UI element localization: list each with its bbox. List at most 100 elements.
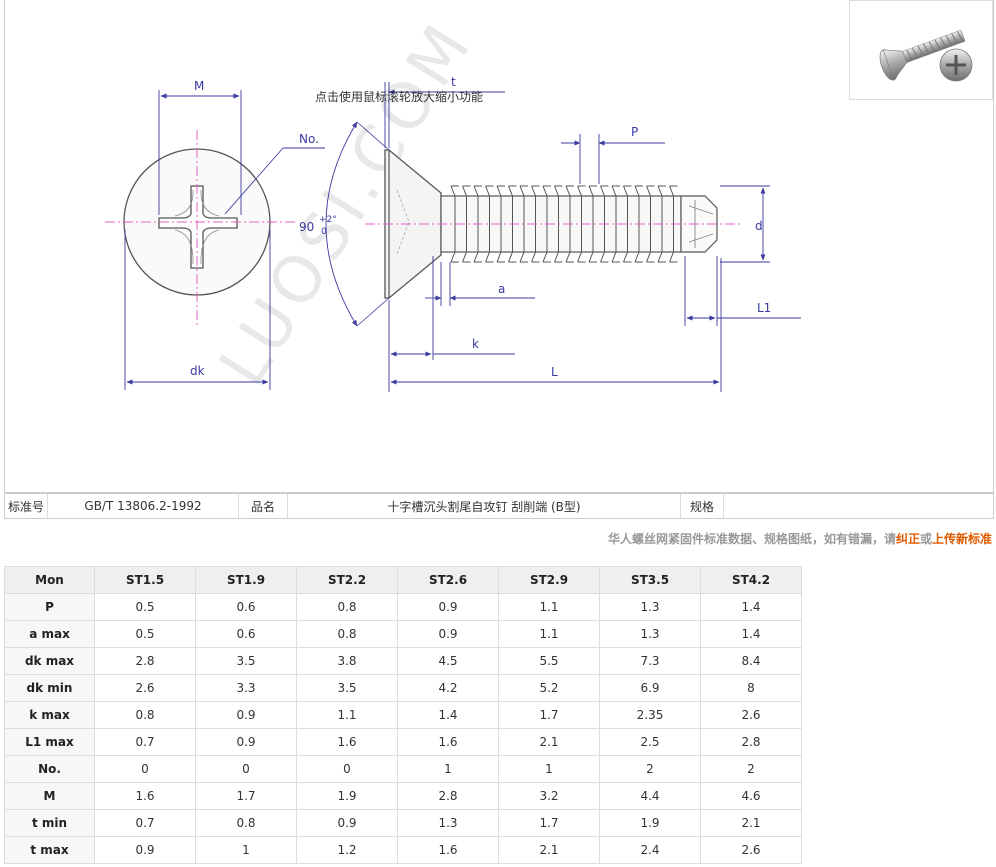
upload-standard-link[interactable]: 上传新标准 [931, 532, 992, 546]
column-header-size: ST3.5 [599, 566, 701, 594]
thread-tip [577, 185, 586, 263]
thread-crest [588, 185, 594, 263]
table-cell: 5.2 [498, 674, 600, 702]
thread-tip [462, 185, 471, 263]
table-cell: 1 [397, 755, 499, 783]
table-cell: 2 [599, 755, 701, 783]
table-cell: 2.6 [94, 674, 196, 702]
table-cell: 1.9 [296, 782, 398, 810]
table-cell: 1.6 [94, 782, 196, 810]
thread-tip [669, 185, 678, 263]
table-cell: 2.8 [700, 728, 802, 756]
screw-photo-image [879, 29, 973, 82]
table-cell: 0.7 [94, 809, 196, 837]
label-dk: dk [190, 364, 205, 378]
table-cell: 1.4 [700, 593, 802, 621]
table-cell: 1.1 [498, 620, 600, 648]
table-cell: 1.2 [296, 836, 398, 864]
zoom-hint: 点击使用鼠标滚轮放大缩小功能 [315, 90, 484, 104]
drawing-panel[interactable]: LUOSI.COM M No. [4, 0, 994, 493]
head-top-view [105, 130, 295, 325]
thread-crest [611, 185, 617, 263]
table-cell: 1.4 [700, 620, 802, 648]
table-cell: 0.9 [397, 593, 499, 621]
standard-info-bar: 标准号 GB/T 13806.2-1992 品名 十字槽沉头割尾自攻钉 刮削端 … [4, 493, 994, 519]
table-cell: 2.1 [700, 809, 802, 837]
row-label: a max [4, 620, 95, 648]
table-cell: 1.3 [599, 593, 701, 621]
dimension-L: L [388, 258, 722, 392]
notice-text: 华人螺丝网紧固件标准数据、规格图纸，如有错漏，请 [607, 532, 896, 546]
table-cell: 3.5 [195, 647, 297, 675]
row-label: t min [4, 809, 95, 837]
row-label: k max [4, 701, 95, 729]
table-cell: 8.4 [700, 647, 802, 675]
table-cell: 5.5 [498, 647, 600, 675]
thread-tip [612, 185, 620, 263]
thread-tip [520, 185, 528, 263]
table-cell: 4.2 [397, 674, 499, 702]
row-label: No. [4, 755, 95, 783]
dimension-t: t [384, 75, 505, 148]
table-cell: 0 [296, 755, 398, 783]
table-cell: 0.7 [94, 728, 196, 756]
table-cell: 0.8 [195, 809, 297, 837]
thread-tip [646, 185, 655, 263]
label-t: t [451, 75, 456, 89]
dimension-M: M [158, 79, 242, 215]
thread-tip [474, 185, 482, 263]
table-cell: 2 [700, 755, 802, 783]
column-header-size: ST2.6 [397, 566, 499, 594]
thread-tip [451, 185, 459, 263]
thread-tip [589, 185, 597, 263]
dimension-P: P [561, 125, 665, 184]
label-a: a [498, 282, 505, 296]
thread-tip [497, 185, 505, 263]
notice-or: 或 [919, 532, 932, 546]
thread-crest [462, 185, 467, 263]
label-angle-tol-minus: 0 [321, 227, 327, 237]
table-cell: 0.6 [195, 593, 297, 621]
table-cell: 0.6 [195, 620, 297, 648]
row-label: dk max [4, 647, 95, 675]
product-thumbnail[interactable] [849, 0, 993, 100]
table-cell: 4.5 [397, 647, 499, 675]
name-label: 品名 [239, 494, 288, 518]
thread-tip [543, 185, 551, 263]
label-d: d [755, 219, 763, 233]
table-cell: 0.8 [296, 593, 398, 621]
dimension-k: k [390, 256, 515, 360]
label-angle: 90 [299, 220, 314, 234]
table-cell: 4.4 [599, 782, 701, 810]
table-cell: 1.3 [397, 809, 499, 837]
dimension-d: d [720, 185, 770, 263]
column-header-size: ST2.2 [296, 566, 398, 594]
table-cell: 2.6 [700, 701, 802, 729]
screw-side-view [365, 149, 740, 299]
table-cell: 1.1 [296, 701, 398, 729]
thread-crest [623, 185, 628, 263]
correct-link[interactable]: 纠正 [895, 532, 920, 546]
column-header-size: ST1.9 [195, 566, 297, 594]
table-cell: 1.6 [397, 728, 499, 756]
row-label: P [4, 593, 95, 621]
dimension-L1: L1 [684, 256, 801, 326]
screw-technical-drawing: LUOSI.COM M No. [105, 8, 801, 398]
table-cell: 2.1 [498, 728, 600, 756]
thread-tip [658, 185, 666, 263]
thread-tip [600, 185, 609, 263]
table-cell: 0 [94, 755, 196, 783]
table-cell: 0.9 [195, 728, 297, 756]
dimension-dk: dk [124, 230, 271, 390]
table-cell: 1.3 [599, 620, 701, 648]
table-cell: 1.6 [397, 836, 499, 864]
thread-tip [566, 185, 574, 263]
table-cell: 1.7 [498, 809, 600, 837]
thread-tip [623, 185, 632, 263]
